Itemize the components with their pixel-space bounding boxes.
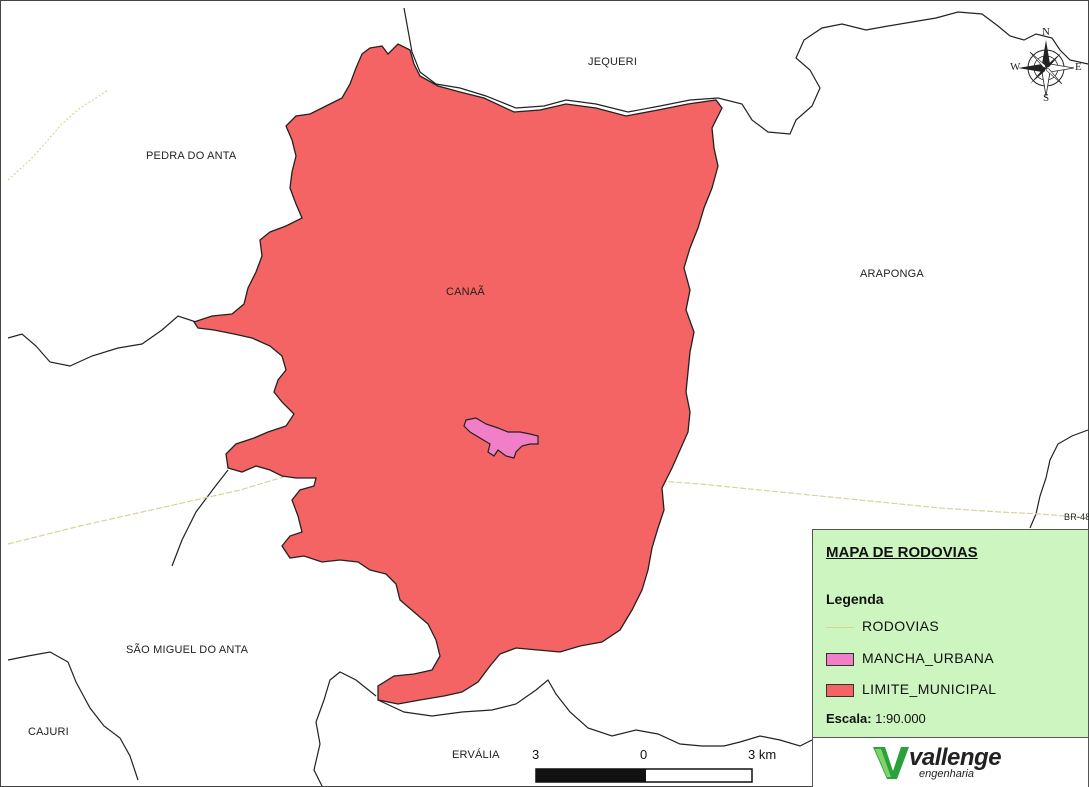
vallenge-logo-icon bbox=[873, 747, 909, 779]
label-ervalia: ERVÁLIA bbox=[452, 749, 500, 761]
label-canaa: CANAÃ bbox=[446, 286, 485, 298]
boundary-jequeri bbox=[403, 7, 719, 113]
municipal-swatch-icon bbox=[826, 684, 854, 697]
road-northwest bbox=[7, 89, 109, 181]
company-logo: vallenge engenharia bbox=[813, 737, 1088, 787]
compass-south: S bbox=[1043, 92, 1050, 104]
legend-title: MAPA DE RODOVIAS bbox=[826, 544, 978, 561]
neighbor-boundaries bbox=[7, 7, 1089, 787]
boundary-jequeri-araponga bbox=[717, 11, 1089, 135]
logo-sub: engenharia bbox=[919, 768, 975, 780]
logo-name: vallenge bbox=[909, 744, 1002, 771]
boundary-south bbox=[313, 671, 377, 787]
boundary-west bbox=[171, 469, 229, 567]
label-jequeri: JEQUERI bbox=[588, 56, 638, 68]
scalebar-mid-label: 0 bbox=[640, 747, 648, 762]
label-pedra-do-anta: PEDRA DO ANTA bbox=[146, 150, 237, 162]
scalebar-left-label: 3 bbox=[532, 747, 540, 762]
urban-area-polygon bbox=[463, 417, 539, 459]
scalebar-right-label: 3 km bbox=[748, 747, 777, 762]
road-line-icon bbox=[826, 627, 854, 628]
legend-panel: MAPA DE RODOVIAS Legenda RODOVIAS MANCHA… bbox=[812, 529, 1089, 787]
boundary-ervalia bbox=[377, 679, 813, 747]
boundary-east bbox=[1029, 429, 1089, 529]
compass-north: N bbox=[1042, 26, 1051, 38]
legend-item-label: RODOVIAS bbox=[862, 618, 940, 634]
scale-text: Escala: 1:90.000 bbox=[826, 711, 926, 726]
label-araponga: ARAPONGA bbox=[860, 268, 924, 280]
scale-value: 1:90.000 bbox=[875, 711, 926, 726]
label-cajuri: CAJURI bbox=[28, 726, 69, 738]
urban-swatch-icon bbox=[826, 653, 854, 666]
highway-line bbox=[7, 455, 1089, 545]
label-sao-miguel-do-anta: SÃO MIGUEL DO ANTA bbox=[126, 644, 249, 656]
label-road-br48: BR-48 bbox=[1064, 512, 1089, 522]
compass-east: E bbox=[1075, 61, 1082, 73]
legend-item-label: LIMITE_MUNICIPAL bbox=[862, 681, 997, 697]
municipal-limit-polygon bbox=[192, 43, 723, 705]
boundary-pedra-do-anta bbox=[7, 315, 197, 367]
compass-west: W bbox=[1010, 61, 1021, 73]
boundary-sao-miguel bbox=[7, 651, 139, 781]
scale-bar bbox=[535, 768, 753, 783]
legend-item-label: MANCHA_URBANA bbox=[862, 650, 994, 666]
north-arrow-icon bbox=[1018, 40, 1075, 97]
legend-subtitle: Legenda bbox=[826, 591, 884, 607]
scale-label: Escala: bbox=[826, 711, 872, 726]
